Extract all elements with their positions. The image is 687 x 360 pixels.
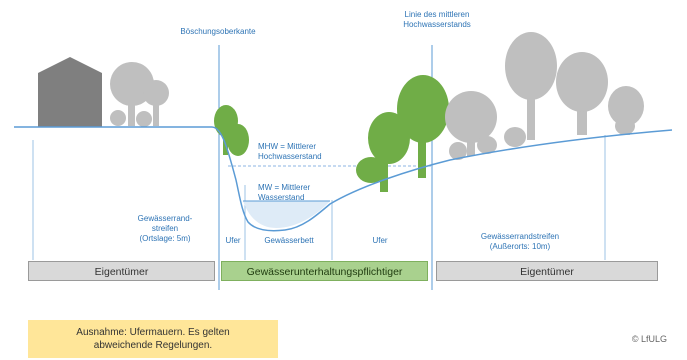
label-mhw-1: MHW = Mittlerer <box>258 142 316 151</box>
label-strip-right: Gewässerrandstreifen (Außerorts: 10m) <box>460 232 580 252</box>
terrain-line <box>14 126 673 232</box>
exception-note-line-2: abweichende Regelungen. <box>93 340 213 351</box>
exception-note-line-1: Ausnahme: Ufermauern. Es gelten <box>76 327 230 338</box>
label-mw-1: MW = Mittlerer <box>258 183 311 192</box>
label-ufer-right: Ufer <box>372 236 388 245</box>
label-gewaesserbett: Gewässerbett <box>264 236 314 245</box>
tree-group-left <box>110 62 169 127</box>
label-strip-right-2: (Außerorts: 10m) <box>489 242 551 251</box>
label-hochwasser-line-2: Hochwasserstands <box>403 20 471 29</box>
tree-group-right <box>445 32 644 160</box>
label-mw: MW = Mittlerer Wasserstand <box>258 183 368 203</box>
bar-maintenance-duty: Gewässerunterhaltungspflichtiger <box>221 261 428 281</box>
label-strip-left-2: streifen <box>151 224 179 233</box>
water-body <box>243 201 330 228</box>
label-hochwasser-line-1: Linie des mittleren <box>404 10 470 19</box>
house-icon <box>38 57 102 127</box>
label-strip-right-1: Gewässerrandstreifen <box>480 232 560 241</box>
label-mhw: MHW = Mittlerer Hochwasserstand <box>258 142 368 162</box>
label-ufer-left: Ufer <box>225 236 241 245</box>
label-strip-left-1: Gewässerrand- <box>137 214 193 223</box>
copyright-label: © LfULG <box>631 334 667 344</box>
label-strip-left: Gewässerrand- streifen (Ortslage: 5m) <box>120 214 210 244</box>
bar-owner-left: Eigentümer <box>28 261 215 281</box>
label-boeschungsoberkante: Böschungsoberkante <box>180 27 256 36</box>
label-mw-2: Wasserstand <box>258 193 305 202</box>
label-mhw-2: Hochwasserstand <box>258 152 322 161</box>
tree-group-left-bank <box>214 105 249 156</box>
exception-note: Ausnahme: Ufermauern. Es gelten abweiche… <box>28 320 278 358</box>
bar-owner-right: Eigentümer <box>436 261 658 281</box>
tree-group-right-bank <box>356 75 449 192</box>
label-strip-left-3: (Ortslage: 5m) <box>139 234 191 243</box>
label-hochwasser-line: Linie des mittleren Hochwasserstands <box>382 10 492 30</box>
